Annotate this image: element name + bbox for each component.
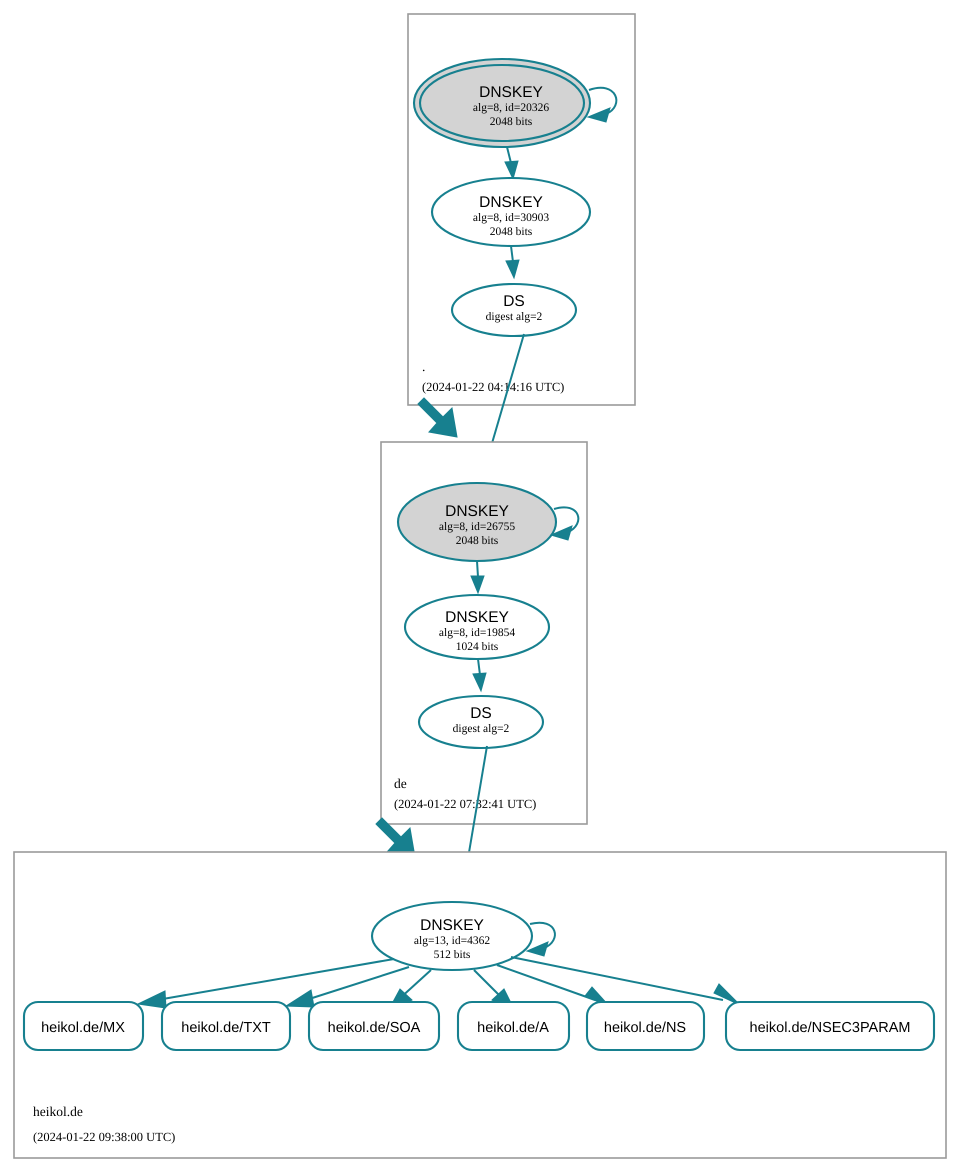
edge-arrowhead [284,989,315,1008]
node-keysize: 2048 bits [490,226,533,238]
self-sign-loop-root-ksk [586,86,618,123]
trust-anchor-inner-ellipse [418,63,586,143]
rrset-box [724,1000,936,1052]
node-digestinfo: digest alg=2 [486,311,543,323]
node-ellipse [417,694,545,750]
edge-arrowhead [472,672,487,693]
edge-arrowhead [713,983,741,1006]
rrset-box [22,1000,145,1052]
edge-de-ksk-to-zsk [470,560,485,595]
edge-arrowhead [470,575,485,595]
zone-label-de: de [394,776,407,791]
edge-arrowhead [136,990,167,1009]
node-heikol-csk[interactable]: DNSKEY alg=13, id=4362 512 bits [370,900,534,972]
node-ellipse [450,282,578,338]
node-keyinfo: alg=8, id=26755 [439,521,515,533]
rrset-node-soa[interactable]: heikol.de/SOA [307,1000,441,1052]
node-keysize: 2048 bits [490,116,533,128]
rrset-node-a[interactable]: heikol.de/A [456,1000,571,1052]
zone-label-root: . [422,359,425,374]
zone-cluster-heikol: DNSKEY alg=13, id=4362 512 bits [13,851,947,1159]
edge-root-zsk-to-ds [505,245,520,280]
rrset-label: heikol.de/NS [604,1020,686,1036]
edge-line [496,964,596,1001]
self-loop-arrowhead [525,941,549,957]
node-ellipse [370,900,534,972]
self-loop-curve [553,506,580,533]
rrset-label: heikol.de/A [477,1020,549,1036]
node-keysize: 2048 bits [456,535,499,547]
node-keysize: 1024 bits [456,641,499,653]
edge-line [476,560,479,578]
zone-timestamp-de: (2024-01-22 07:32:41 UTC) [394,797,536,811]
edge-csk-to-rrset-txt [284,966,410,1008]
self-loop-curve [588,86,618,115]
node-keyinfo: alg=8, id=30903 [473,212,549,224]
self-loop-arrowhead [549,525,573,541]
node-keyinfo: alg=13, id=4362 [414,935,490,947]
rrset-box [307,1000,441,1052]
node-keysize: 512 bits [434,949,471,961]
rrset-label: heikol.de/MX [41,1020,125,1036]
edge-line [510,245,514,263]
edge-arrowhead [505,259,520,280]
node-de-ds-for-heikol[interactable]: DS digest alg=2 [417,694,545,750]
self-sign-loop-heikol-csk [525,921,556,957]
self-loop-arrowhead [586,107,611,123]
rrset-node-mx[interactable]: heikol.de/MX [22,1000,145,1052]
edge-line [305,966,410,1001]
rrset-node-nsec3param[interactable]: heikol.de/NSEC3PARAM [724,1000,936,1052]
edge-line [506,146,512,164]
zone-label-heikol: heikol.de [33,1104,83,1119]
node-de-zsk[interactable]: DNSKEY alg=8, id=19854 1024 bits [403,593,551,661]
edge-root-ksk-to-zsk [504,146,519,181]
rrset-label: heikol.de/SOA [328,1020,421,1036]
zone-timestamp-root: (2024-01-22 04:14:16 UTC) [422,380,564,394]
delegation-arrow-shape [417,397,458,438]
rrset-label: heikol.de/TXT [181,1020,271,1036]
self-sign-loop-de-ksk [549,506,580,541]
rrset-box [585,1000,706,1052]
node-title: DNSKEY [479,194,543,211]
edge-line [156,958,395,1001]
rrset-node-txt[interactable]: heikol.de/TXT [160,1000,292,1052]
zone-timestamp-heikol: (2024-01-22 09:38:00 UTC) [33,1130,175,1144]
node-root-zsk[interactable]: DNSKEY alg=8, id=30903 2048 bits [430,176,592,248]
node-keyinfo: alg=8, id=20326 [473,102,549,114]
edge-line [510,956,724,1001]
node-root-ksk[interactable]: DNSKEY alg=8, id=20326 2048 bits [412,57,592,149]
edge-csk-to-rrset-mx [136,958,395,1009]
node-title: DS [503,293,525,310]
node-title: DNSKEY [445,609,509,626]
node-keyinfo: alg=8, id=19854 [439,627,515,639]
node-title: DNSKEY [420,917,484,934]
edge-line [477,658,481,676]
delegation-arrow-root-to-de [417,397,458,438]
node-ellipse [403,593,551,661]
node-de-ksk[interactable]: DNSKEY alg=8, id=26755 2048 bits [396,481,558,563]
edge-csk-to-rrset-nsec3param [510,956,741,1006]
zone-cluster-root: DNSKEY alg=8, id=20326 2048 bits DNSKEY … [407,13,636,406]
node-title: DNSKEY [445,503,509,520]
edge-de-zsk-to-ds [472,658,487,693]
rrset-box [160,1000,292,1052]
rrset-label: heikol.de/NSEC3PARAM [750,1020,911,1036]
node-title: DNSKEY [479,84,543,101]
node-title: DS [470,705,492,722]
self-loop-curve [529,921,556,949]
node-digestinfo: digest alg=2 [453,723,510,735]
rrset-node-ns[interactable]: heikol.de/NS [585,1000,706,1052]
node-root-ds-for-de[interactable]: DS digest alg=2 [450,282,578,338]
edge-arrowhead [504,160,519,181]
rrset-box [456,1000,571,1052]
